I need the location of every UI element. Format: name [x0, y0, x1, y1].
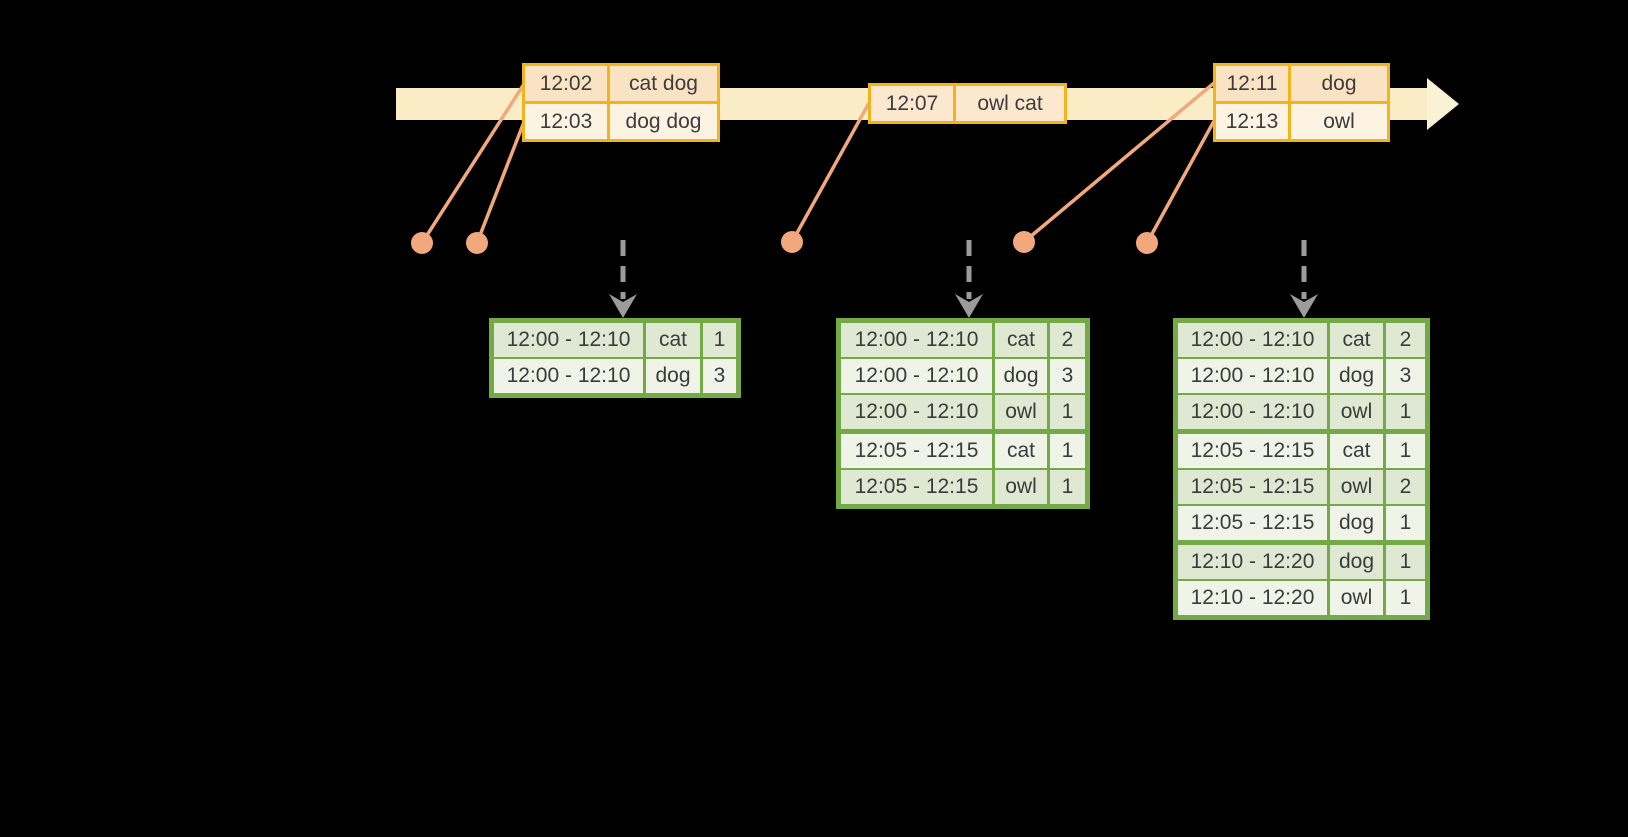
- window-cell: 12:05 - 12:15: [1178, 470, 1327, 504]
- trigger-arrowhead-icon: [1290, 294, 1318, 318]
- window-cell: 12:10 - 12:20: [1178, 545, 1327, 579]
- count-cell: 1: [1383, 581, 1425, 615]
- window-cell: 12:00 - 12:10: [841, 359, 992, 393]
- event-time-cell: 12:03: [525, 104, 607, 139]
- word-cell: dog: [1327, 506, 1383, 540]
- event-time-cell: 12:02: [525, 66, 607, 101]
- window-cell: 12:00 - 12:10: [841, 323, 992, 357]
- trigger-arrowhead-icon: [955, 294, 983, 318]
- count-cell: 1: [1047, 395, 1085, 429]
- event-words-cell: dog: [1288, 66, 1387, 101]
- timeline-arrowhead-icon: [1427, 78, 1459, 130]
- window-cell: 12:00 - 12:10: [1178, 323, 1327, 357]
- event-dot: [1136, 232, 1158, 254]
- event-dot: [466, 232, 488, 254]
- window-cell: 12:05 - 12:15: [841, 470, 992, 504]
- word-cell: owl: [992, 470, 1047, 504]
- event-words-cell: cat dog: [607, 66, 717, 101]
- window-cell: 12:10 - 12:20: [1178, 581, 1327, 615]
- event-time-cell: 12:13: [1216, 104, 1288, 139]
- window-cell: 12:05 - 12:15: [1178, 506, 1327, 540]
- count-cell: 1: [1383, 395, 1425, 429]
- count-cell: 1: [1047, 470, 1085, 504]
- connector-line: [1145, 120, 1216, 244]
- word-cell: cat: [643, 323, 700, 357]
- trigger-arrowhead-icon: [609, 294, 637, 318]
- word-cell: cat: [992, 323, 1047, 357]
- word-cell: cat: [1327, 434, 1383, 468]
- count-cell: 2: [1383, 470, 1425, 504]
- window-cell: 12:00 - 12:10: [1178, 395, 1327, 429]
- trigger-arrows: [620, 240, 1307, 299]
- window-cell: 12:00 - 12:10: [841, 395, 992, 429]
- window-cell: 12:00 - 12:10: [494, 359, 643, 393]
- word-cell: owl: [1327, 581, 1383, 615]
- event-dots: [411, 231, 1158, 254]
- count-cell: 1: [1383, 434, 1425, 468]
- count-cell: 3: [1047, 359, 1085, 393]
- count-cell: 3: [1383, 359, 1425, 393]
- word-cell: owl: [992, 395, 1047, 429]
- count-cell: 2: [1383, 323, 1425, 357]
- event-time-cell: 12:07: [871, 86, 953, 121]
- connector-line: [790, 102, 871, 243]
- word-cell: dog: [1327, 545, 1383, 579]
- event-words-cell: owl: [1288, 104, 1387, 139]
- event-words-cell: dog dog: [607, 104, 717, 139]
- word-cell: cat: [1327, 323, 1383, 357]
- window-cell: 12:05 - 12:15: [841, 434, 992, 468]
- count-cell: 2: [1047, 323, 1085, 357]
- trigger-arrowheads: [609, 294, 1318, 318]
- window-cell: 12:05 - 12:15: [1178, 434, 1327, 468]
- event-dot: [1013, 231, 1035, 253]
- event-words-cell: owl cat: [953, 86, 1064, 121]
- word-cell: dog: [1327, 359, 1383, 393]
- count-cell: 1: [1383, 545, 1425, 579]
- window-cell: 12:00 - 12:10: [1178, 359, 1327, 393]
- event-dot: [411, 232, 433, 254]
- event-time-cell: 12:11: [1216, 66, 1288, 101]
- count-cell: 1: [1047, 434, 1085, 468]
- word-cell: owl: [1327, 395, 1383, 429]
- word-cell: owl: [1327, 470, 1383, 504]
- count-cell: 3: [700, 359, 736, 393]
- window-cell: 12:00 - 12:10: [494, 323, 643, 357]
- connector-line: [475, 121, 526, 244]
- word-cell: dog: [992, 359, 1047, 393]
- event-dot: [781, 231, 803, 253]
- word-cell: dog: [643, 359, 700, 393]
- word-cell: cat: [992, 434, 1047, 468]
- count-cell: 1: [1383, 506, 1425, 540]
- count-cell: 1: [700, 323, 736, 357]
